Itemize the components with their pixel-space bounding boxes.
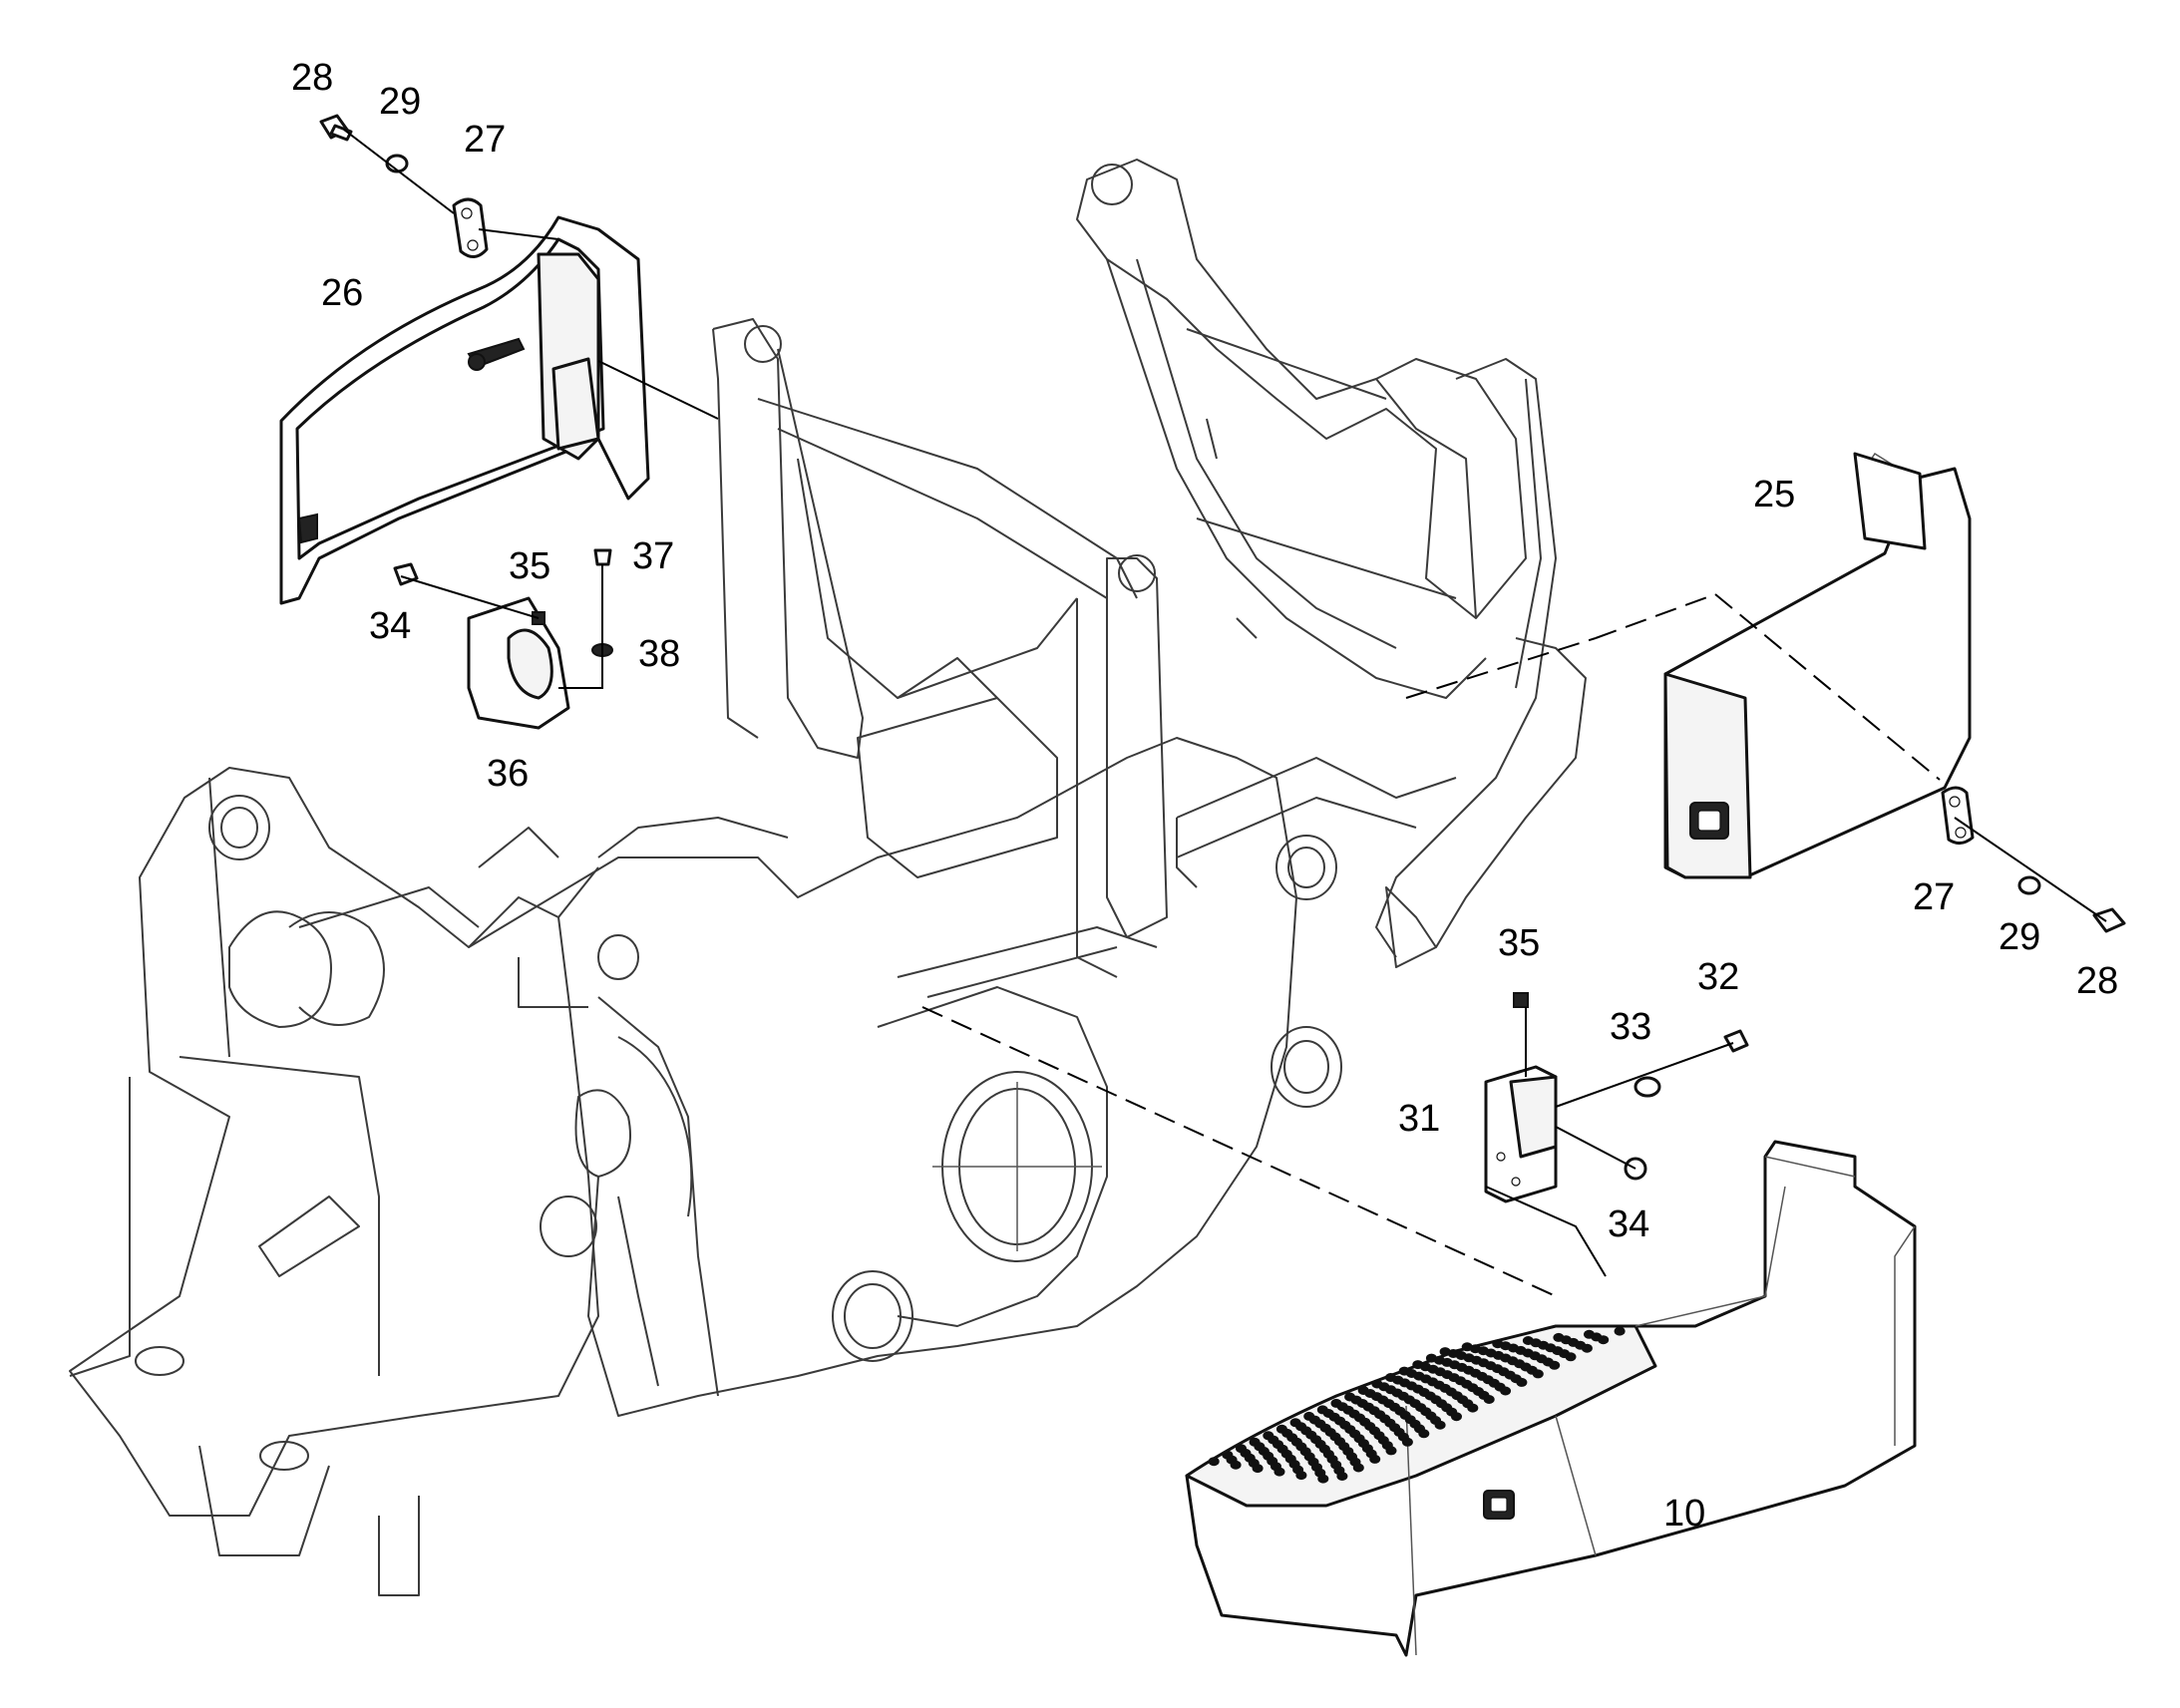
label-33: 33	[1610, 1006, 1651, 1048]
label-34-left: 34	[369, 605, 411, 647]
chassis-frame	[69, 159, 1587, 1596]
part-25-side-panel	[1663, 452, 1972, 879]
label-28-right: 28	[2076, 960, 2118, 1002]
tread-hole	[1532, 1369, 1544, 1379]
part-31-bracket	[1484, 1065, 1558, 1203]
tread-hole	[1230, 1460, 1242, 1470]
label-27-right: 27	[1913, 876, 1955, 918]
tread-hole	[1317, 1474, 1329, 1484]
label-35-left: 35	[509, 545, 550, 587]
tread-hole	[1451, 1412, 1462, 1422]
label-25: 25	[1753, 474, 1795, 515]
tread-hole	[1483, 1395, 1495, 1404]
tread-hole	[1336, 1472, 1348, 1481]
tread-hole	[1208, 1457, 1220, 1467]
label-10: 10	[1663, 1493, 1705, 1535]
tread-hole	[1598, 1335, 1610, 1345]
tread-hole	[1581, 1343, 1593, 1353]
label-37: 37	[632, 535, 674, 577]
tread-hole	[1385, 1446, 1397, 1456]
part-26-side-panel	[279, 215, 650, 605]
label-38: 38	[638, 633, 680, 675]
leader-lines	[343, 129, 2107, 1297]
tread-hole	[1252, 1464, 1264, 1474]
tread-hole	[1614, 1326, 1626, 1336]
label-27-top: 27	[464, 119, 506, 161]
tread-hole	[1418, 1429, 1430, 1439]
tread-hole	[1516, 1377, 1528, 1387]
hardware	[319, 114, 2126, 1181]
tread-hole	[1434, 1420, 1446, 1430]
callout-labels: 28 29 27 26 35 37 34 38 36 25 27 29 28 3…	[291, 57, 2118, 1535]
tread-hole	[1549, 1360, 1561, 1370]
label-31: 31	[1398, 1098, 1440, 1140]
step-tread-holes	[1208, 1326, 1626, 1484]
tread-hole	[1467, 1403, 1479, 1413]
label-34-right: 34	[1608, 1203, 1649, 1245]
tread-hole	[1273, 1467, 1285, 1477]
tread-hole	[1295, 1471, 1307, 1481]
tread-hole	[1500, 1386, 1512, 1396]
tread-hole	[1369, 1454, 1381, 1464]
label-36: 36	[487, 753, 529, 795]
part-10-step-box	[1185, 1140, 1917, 1657]
tread-hole	[1352, 1463, 1364, 1473]
label-28-top: 28	[291, 57, 333, 99]
tread-hole	[1401, 1437, 1413, 1447]
label-26: 26	[321, 272, 363, 314]
label-29-top: 29	[379, 81, 421, 123]
label-32: 32	[1697, 956, 1739, 998]
tread-hole	[1565, 1352, 1577, 1362]
label-29-right: 29	[1998, 916, 2040, 958]
label-35-right: 35	[1498, 922, 1540, 964]
part-36-bracket	[467, 596, 570, 730]
